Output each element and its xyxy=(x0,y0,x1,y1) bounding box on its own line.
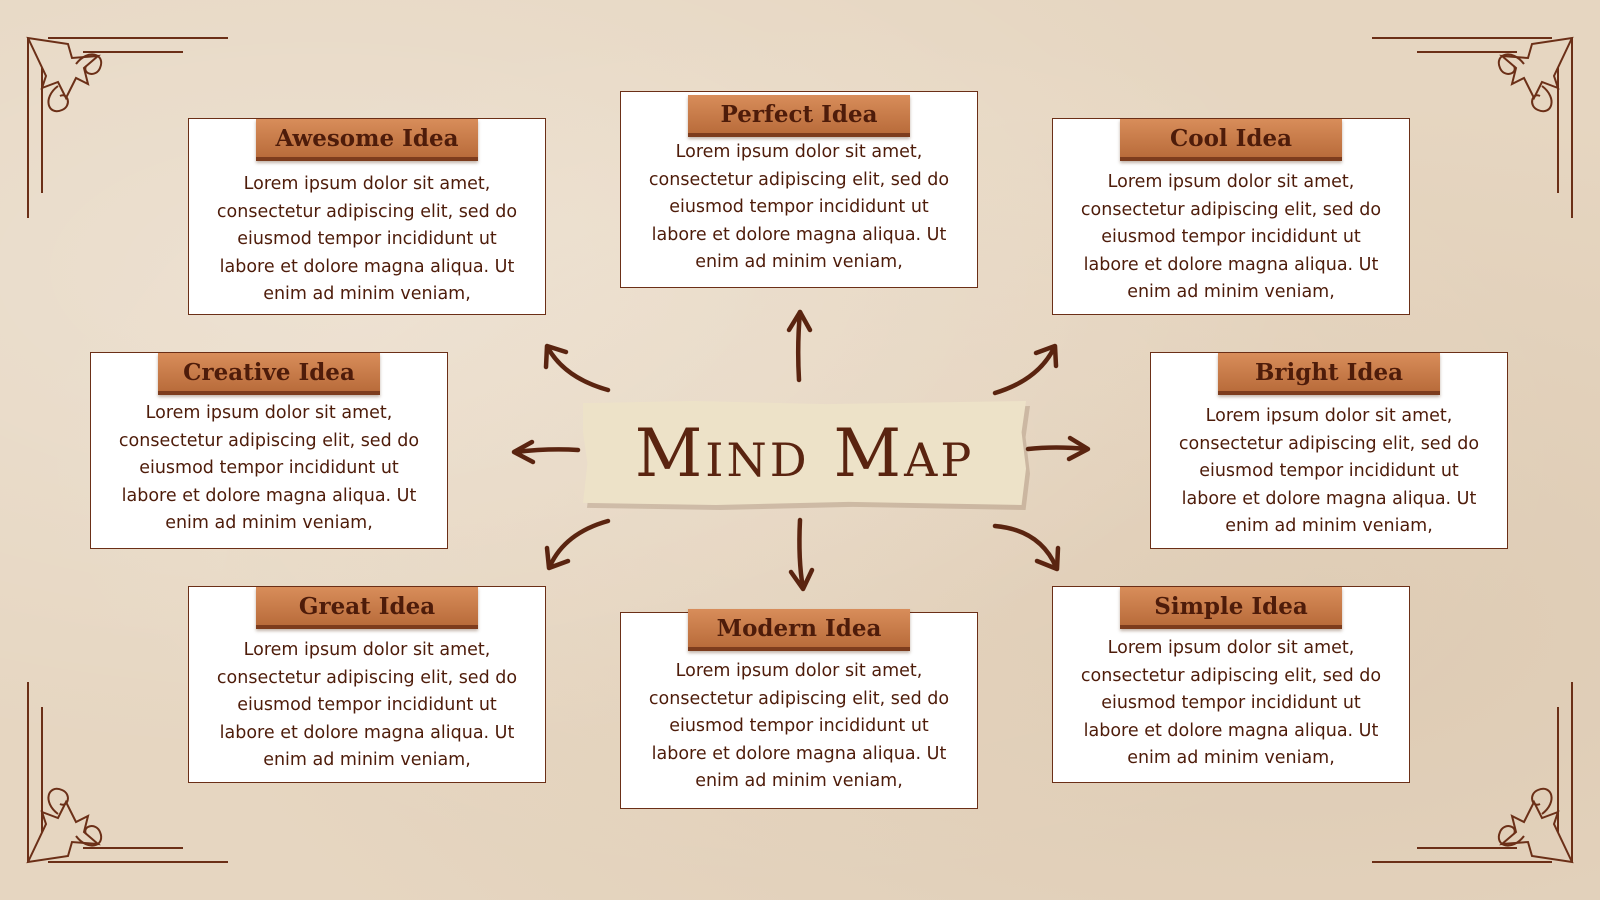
idea-title-awesome: Awesome Idea xyxy=(256,119,478,161)
idea-card-great: Great Idea Lorem ipsum dolor sit amet, c… xyxy=(188,586,546,783)
idea-text-awesome: Lorem ipsum dolor sit amet, consectetur … xyxy=(216,174,518,304)
idea-text-cool: Lorem ipsum dolor sit amet, consectetur … xyxy=(1080,172,1382,302)
idea-title-cool: Cool Idea xyxy=(1120,119,1342,161)
idea-title-bright: Bright Idea xyxy=(1218,353,1440,395)
idea-title-modern: Modern Idea xyxy=(688,609,910,651)
arrow-to-bright-idea xyxy=(1025,435,1091,462)
arrow-to-perfect-idea xyxy=(786,309,813,383)
idea-text-great: Lorem ipsum dolor sit amet, consectetur … xyxy=(216,640,518,770)
idea-title-creative: Creative Idea xyxy=(158,353,380,395)
idea-card-cool: Cool Idea Lorem ipsum dolor sit amet, co… xyxy=(1052,118,1410,315)
idea-title-simple: Simple Idea xyxy=(1120,587,1342,629)
idea-text-simple: Lorem ipsum dolor sit amet, consectetur … xyxy=(1080,638,1382,768)
idea-title-great: Great Idea xyxy=(256,587,478,629)
idea-card-perfect: Perfect Idea Lorem ipsum dolor sit amet,… xyxy=(620,91,978,288)
arrow-to-great-idea xyxy=(544,518,611,571)
idea-card-awesome: Awesome Idea Lorem ipsum dolor sit amet,… xyxy=(188,118,546,315)
idea-card-modern: Modern Idea Lorem ipsum dolor sit amet, … xyxy=(620,609,978,809)
idea-title-perfect: Perfect Idea xyxy=(688,95,910,137)
idea-card-bright: Bright Idea Lorem ipsum dolor sit amet, … xyxy=(1150,352,1508,549)
idea-card-simple: Simple Idea Lorem ipsum dolor sit amet, … xyxy=(1052,586,1410,783)
arrow-to-cool-idea xyxy=(992,343,1059,396)
arrow-to-modern-idea xyxy=(788,517,815,592)
arrow-to-simple-idea xyxy=(992,523,1061,572)
page-title: Mind Map xyxy=(634,414,975,492)
idea-text-perfect: Lorem ipsum dolor sit amet, consectetur … xyxy=(648,142,950,272)
idea-card-creative: Creative Idea Lorem ipsum dolor sit amet… xyxy=(90,352,448,549)
idea-text-modern: Lorem ipsum dolor sit amet, consectetur … xyxy=(648,661,950,791)
idea-text-bright: Lorem ipsum dolor sit amet, consectetur … xyxy=(1178,406,1480,536)
arrow-to-awesome-idea xyxy=(543,343,611,393)
arrow-to-creative-idea xyxy=(511,439,581,465)
idea-text-creative: Lorem ipsum dolor sit amet, consectetur … xyxy=(118,403,420,533)
title-card: Mind Map xyxy=(583,401,1026,505)
